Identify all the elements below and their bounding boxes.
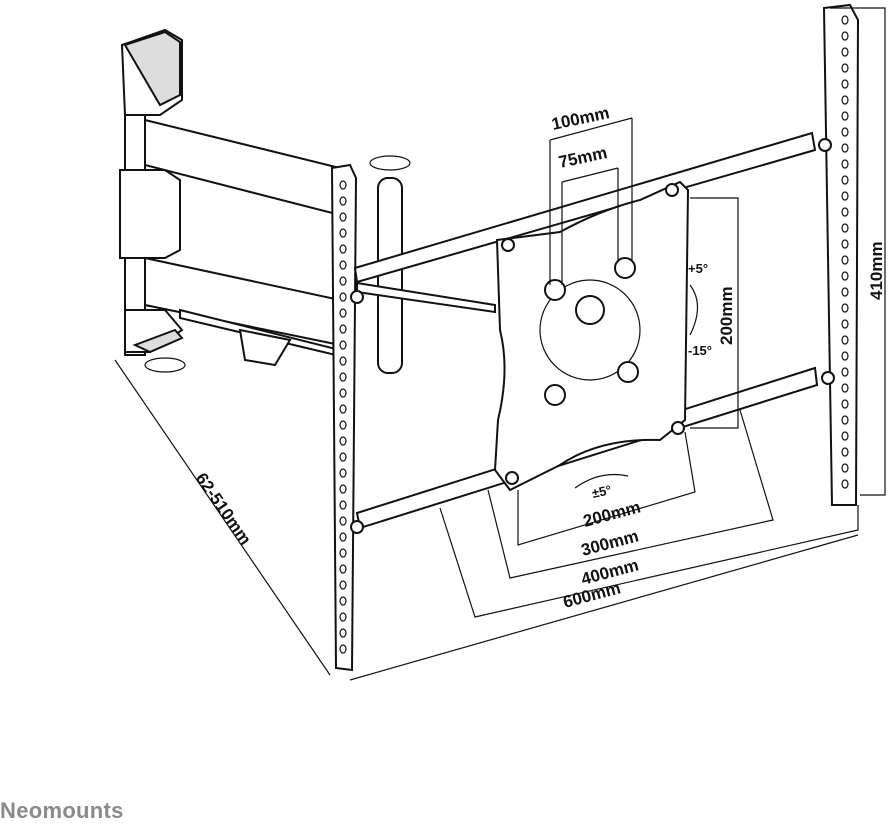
rail-hole	[841, 175, 849, 185]
rail-hole	[841, 415, 849, 425]
wall-plate	[119, 28, 184, 356]
label-horizontal-300: 300mm	[579, 526, 641, 560]
rail-hole	[841, 431, 849, 441]
rail-hole	[841, 287, 849, 297]
rail-hole	[841, 63, 849, 73]
rail-hole	[841, 15, 849, 25]
rail-hole	[339, 596, 347, 606]
rail-hole	[339, 292, 347, 302]
rail-hole	[841, 207, 849, 217]
rail-hole	[339, 628, 347, 638]
rail-hole	[339, 580, 347, 590]
rail-hole	[841, 159, 849, 169]
rail-hole	[841, 383, 849, 393]
rail-hole	[339, 644, 347, 654]
rail-hole	[841, 319, 849, 329]
rail-hole	[841, 351, 849, 361]
rail-hole	[841, 479, 849, 489]
brand-logo: Neomounts	[0, 798, 124, 823]
rail-hole	[841, 191, 849, 201]
rail-hole	[339, 484, 347, 494]
rail-hole	[841, 223, 849, 233]
label-tilt-up: +5°	[688, 261, 708, 276]
rail-hole	[841, 127, 849, 137]
rail-hole	[841, 239, 849, 249]
rail-hole	[841, 47, 849, 57]
rail-hole	[841, 95, 849, 105]
rail-hole	[339, 500, 347, 510]
rail-hole	[841, 463, 849, 473]
rail-hole	[841, 271, 849, 281]
rail-hole	[339, 516, 347, 526]
rail-hole	[339, 180, 347, 190]
rail-hole	[841, 143, 849, 153]
rail-hole	[339, 196, 347, 206]
rail-hole	[339, 228, 347, 238]
rail-hole	[841, 367, 849, 377]
label-extension: 62-510mm	[192, 469, 255, 548]
label-vesa-75: 75mm	[557, 143, 609, 172]
right-rail	[818, 3, 860, 506]
rail-hole	[339, 308, 347, 318]
label-swivel: ±5°	[591, 482, 613, 501]
rail-hole	[339, 548, 347, 558]
label-horizontal-200: 200mm	[581, 497, 643, 531]
label-tilt-down: -15°	[688, 343, 712, 358]
rail-hole	[339, 468, 347, 478]
rail-hole	[339, 356, 347, 366]
rail-hole	[841, 399, 849, 409]
rail-hole	[339, 324, 347, 334]
rail-hole	[339, 612, 347, 622]
label-height-410: 410mm	[867, 241, 886, 300]
rail-hole	[339, 452, 347, 462]
label-vesa-100: 100mm	[550, 103, 611, 134]
rail-hole	[339, 244, 347, 254]
rail-hole	[339, 260, 347, 270]
rail-hole	[841, 111, 849, 121]
rail-hole	[339, 532, 347, 542]
rail-hole	[339, 420, 347, 430]
vesa-plate	[350, 180, 690, 534]
rail-hole	[841, 255, 849, 265]
rail-hole	[841, 31, 849, 41]
swing-arms	[144, 118, 411, 374]
rail-hole	[339, 404, 347, 414]
rail-hole	[339, 340, 347, 350]
rail-hole	[841, 79, 849, 89]
rail-hole	[841, 335, 849, 345]
rail-hole	[339, 388, 347, 398]
rail-hole	[339, 212, 347, 222]
label-vertical-200: 200mm	[717, 286, 736, 345]
left-rail	[330, 163, 358, 672]
rail-hole	[841, 303, 849, 313]
rail-hole	[841, 447, 849, 457]
rail-hole	[339, 436, 347, 446]
rail-hole	[339, 372, 347, 382]
rail-hole	[339, 564, 347, 574]
rail-hole	[339, 276, 347, 286]
dimension-lines	[114, 7, 886, 681]
